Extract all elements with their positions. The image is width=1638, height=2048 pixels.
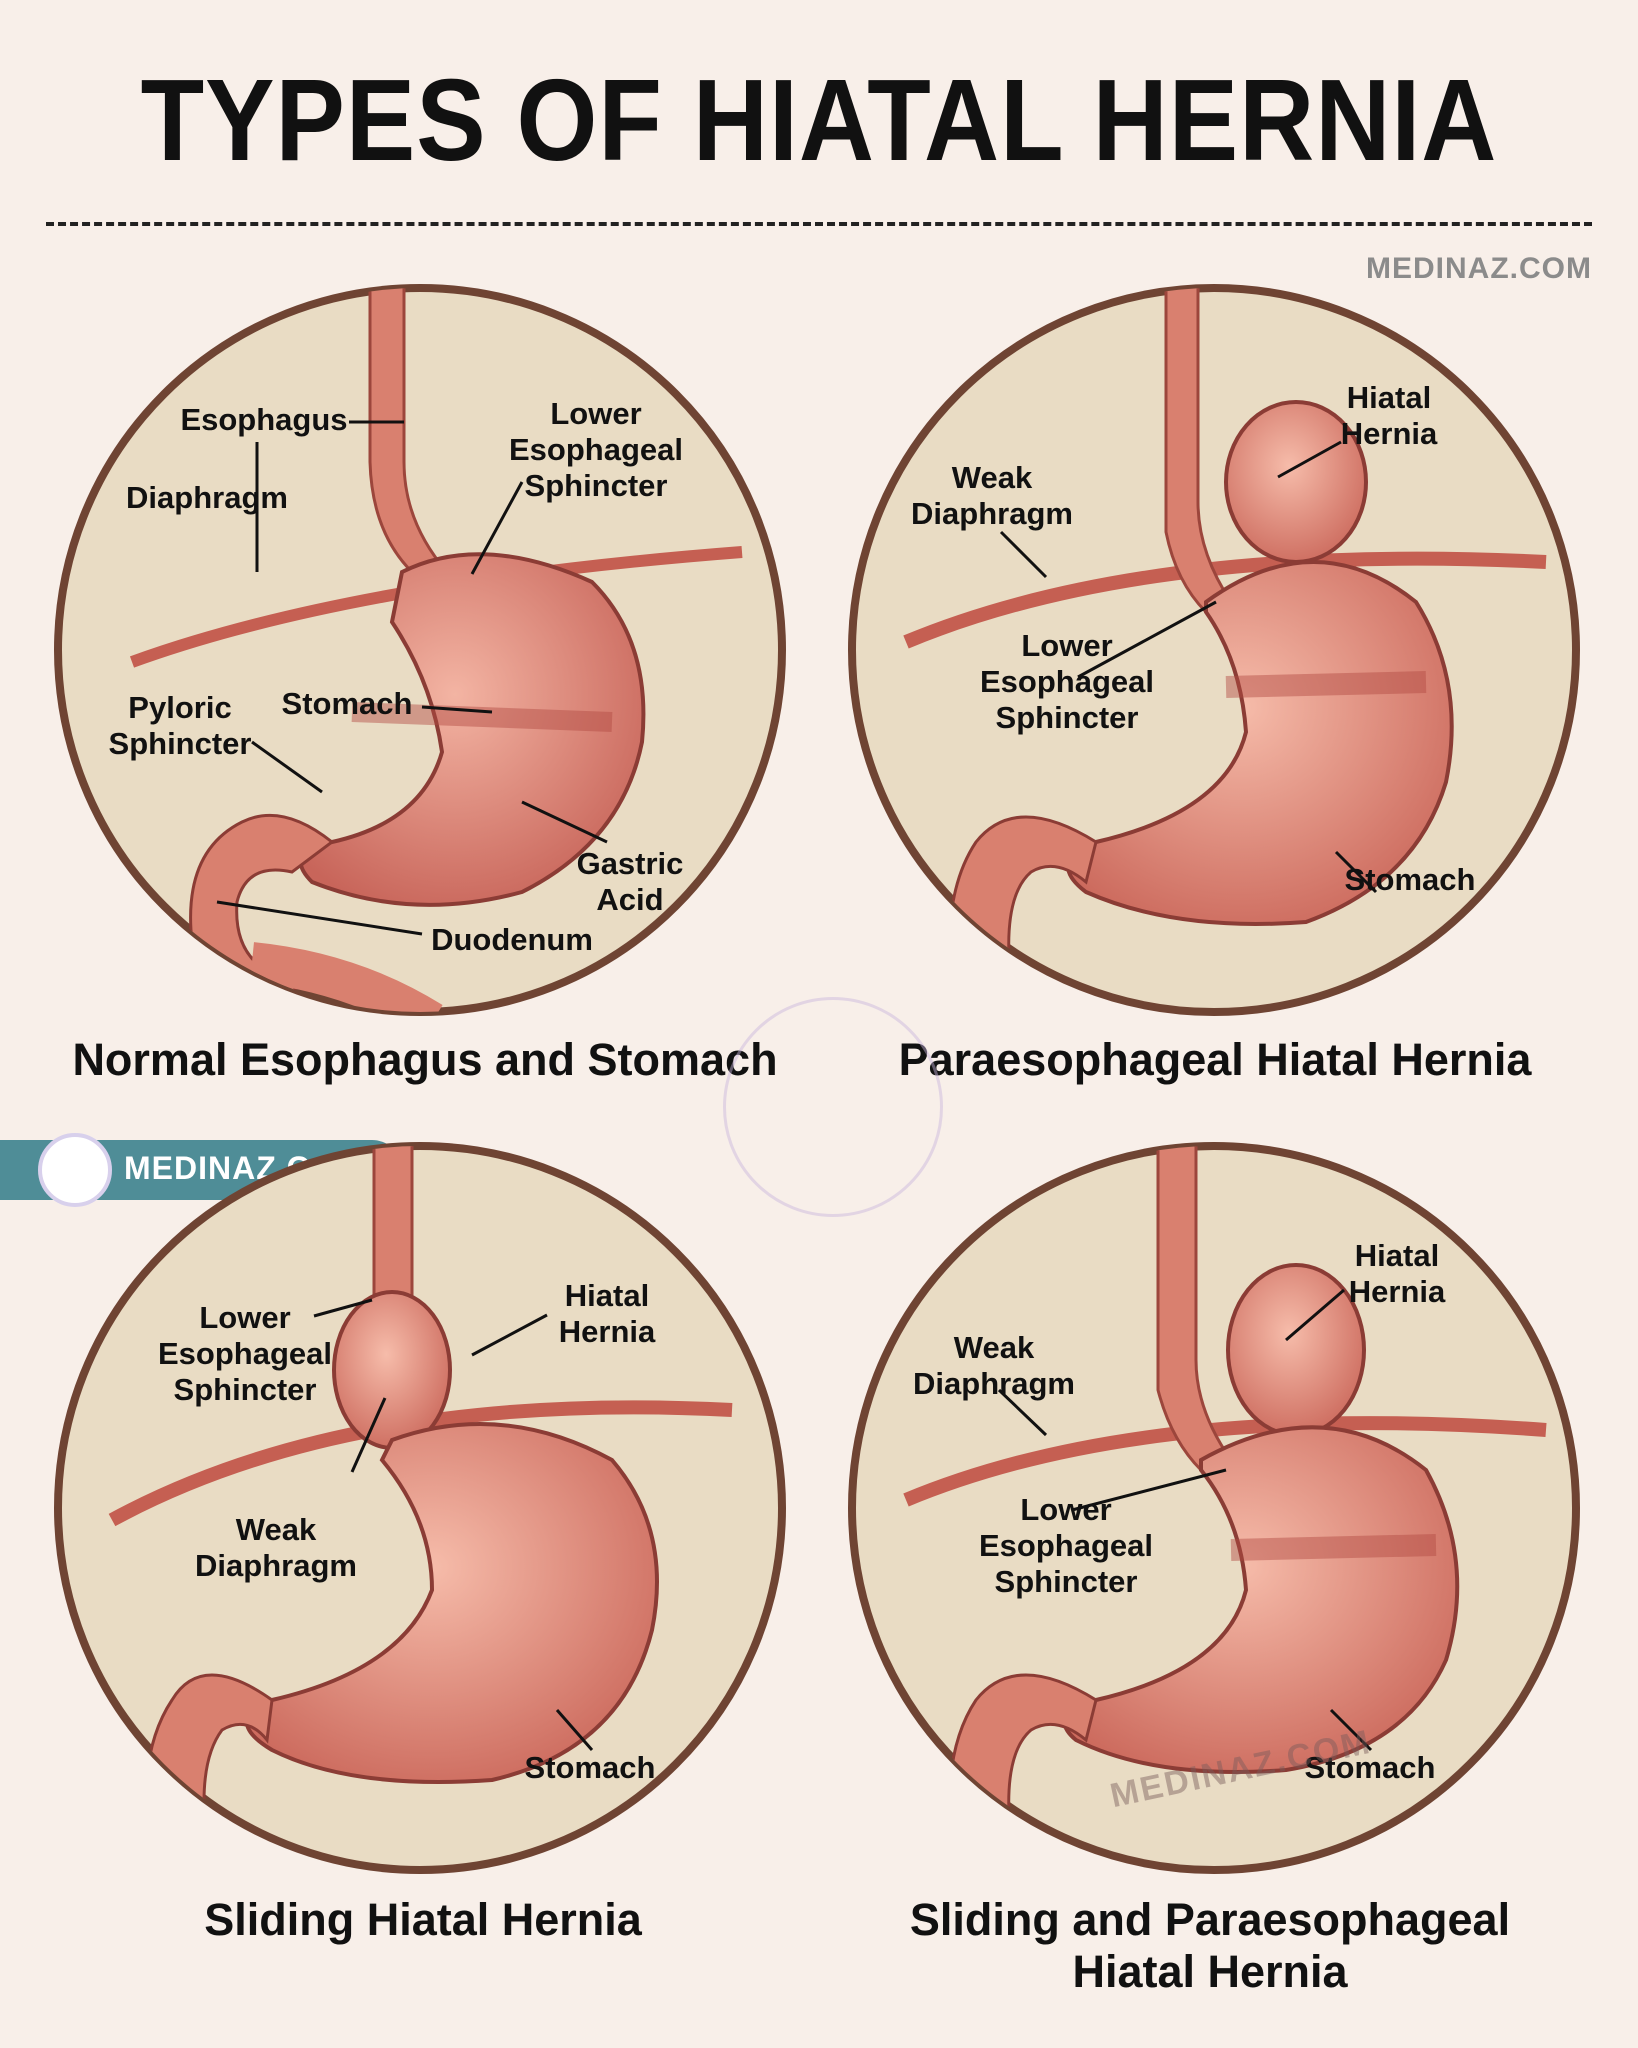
panel-mixed: Hiatal Hernia Weak Diaphragm Lower Esoph… (846, 1140, 1582, 1876)
sliding-illustration (54, 1142, 786, 1874)
label-les-line3: Sphincter (995, 700, 1139, 735)
stomach-shape (1066, 560, 1454, 926)
label-les-line2: Esophageal (509, 432, 683, 467)
label-hiatal-hernia: Hiatal Hernia (559, 1278, 655, 1350)
normal-illustration (54, 284, 786, 1016)
label-pyloric-line2: Sphincter (108, 726, 252, 761)
label-pyloric-sphincter: Pyloric Sphincter (109, 690, 252, 762)
panel-normal: Esophagus Lower Esophageal Sphincter Dia… (52, 282, 788, 1018)
label-hernia-line2: Hernia (558, 1314, 656, 1349)
site-watermark-top: MEDINAZ.COM (1366, 252, 1592, 285)
label-duodenum: Duodenum (431, 922, 593, 957)
esophagus-shape (372, 1146, 414, 1302)
label-gastric-line2: Acid (596, 882, 664, 917)
hernia-bulge-shape (332, 1290, 452, 1450)
label-hiatal-hernia: Hiatal Hernia (1349, 1238, 1445, 1310)
caption-mixed-line2: Hiatal Hernia (1072, 1946, 1348, 1997)
panel-sliding: Lower Esophageal Sphincter Hiatal Hernia… (52, 1140, 788, 1876)
label-hernia-line1: Hiatal (1346, 380, 1432, 415)
label-hernia-line2: Hernia (1348, 1274, 1446, 1309)
diaphragm-shape (129, 546, 743, 668)
mixed-illustration (848, 1142, 1580, 1874)
label-weak-line1: Weak (951, 460, 1033, 495)
center-logo-icon (723, 997, 943, 1217)
label-les-line1: Lower (1021, 628, 1113, 663)
label-les-line1: Lower (199, 1300, 291, 1335)
panel-paraesophageal: Hiatal Hernia Weak Diaphragm Lower Esoph… (846, 282, 1582, 1018)
label-diaphragm: Diaphragm (126, 480, 288, 515)
label-les-line1: Lower (550, 396, 642, 431)
paraesophageal-illustration (848, 284, 1580, 1016)
caption-paraesophageal: Paraesophageal Hiatal Hernia (898, 1034, 1532, 1085)
label-weak-line2: Diaphragm (913, 1366, 1075, 1401)
label-les-line3: Sphincter (994, 1564, 1138, 1599)
page-title: TYPES OF HIATAL HERNIA (140, 55, 1498, 186)
label-esophagus: Esophagus (180, 402, 348, 437)
caption-mixed-line1: Sliding and Paraesophageal (909, 1894, 1511, 1945)
label-les: Lower Esophageal Sphincter (509, 396, 683, 504)
stomach-shape (245, 1422, 659, 1784)
label-stomach: Stomach (281, 686, 413, 721)
label-hernia-line2: Hernia (1340, 416, 1438, 451)
label-stomach: Stomach (1304, 1750, 1436, 1785)
label-gastric-line1: Gastric (576, 846, 684, 881)
label-hiatal-hernia: Hiatal Hernia (1341, 380, 1437, 452)
caption-normal: Normal Esophagus and Stomach (72, 1034, 778, 1085)
label-les-line2: Esophageal (979, 1528, 1153, 1563)
stomach-shape (298, 552, 646, 907)
label-weak-line1: Weak (953, 1330, 1035, 1365)
label-weak-line1: Weak (235, 1512, 317, 1547)
label-weak-diaphragm: Weak Diaphragm (195, 1512, 357, 1584)
label-les-line3: Sphincter (524, 468, 668, 503)
label-weak-line2: Diaphragm (195, 1548, 357, 1583)
label-gastric-acid: Gastric Acid (577, 846, 684, 918)
label-les-line1: Lower (1020, 1492, 1112, 1527)
title-divider (46, 222, 1592, 226)
label-weak-line2: Diaphragm (911, 496, 1073, 531)
label-stomach: Stomach (1344, 862, 1476, 897)
label-les: Lower Esophageal Sphincter (979, 1492, 1153, 1600)
label-weak-diaphragm: Weak Diaphragm (913, 1330, 1075, 1402)
label-hernia-line1: Hiatal (564, 1278, 650, 1313)
label-stomach: Stomach (524, 1750, 656, 1785)
label-les-line2: Esophageal (980, 664, 1154, 699)
label-les-line3: Sphincter (173, 1372, 317, 1407)
label-pyloric-line1: Pyloric (128, 690, 232, 725)
label-les: Lower Esophageal Sphincter (980, 628, 1154, 736)
caption-mixed: Sliding and Paraesophageal Hiatal Hernia (910, 1894, 1510, 1998)
label-les-line2: Esophageal (158, 1336, 332, 1371)
label-les: Lower Esophageal Sphincter (158, 1300, 332, 1408)
label-hernia-line1: Hiatal (1354, 1238, 1440, 1273)
stomach-shape (1062, 1425, 1460, 1774)
caption-sliding: Sliding Hiatal Hernia (204, 1894, 642, 1945)
pencil-logo-icon (38, 1133, 112, 1207)
label-weak-diaphragm: Weak Diaphragm (911, 460, 1073, 532)
